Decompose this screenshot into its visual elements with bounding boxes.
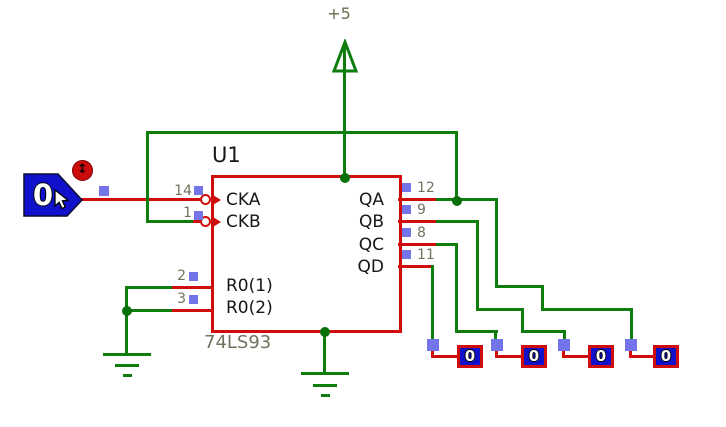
logic-state-toggle-button[interactable]: ↕ — [72, 160, 93, 181]
wire-qb-h3[interactable] — [521, 330, 566, 333]
wire-qc-v1[interactable] — [455, 243, 458, 332]
probe1-lead-v[interactable] — [431, 349, 434, 358]
ground2-bar2 — [313, 384, 337, 387]
logic-probe-qa[interactable]: 0 — [653, 345, 679, 368]
wire-power-v[interactable] — [343, 44, 346, 178]
wire-qa-v3[interactable] — [630, 308, 633, 342]
wire-qb-v1[interactable] — [476, 220, 479, 310]
wire-qb-h1[interactable] — [436, 220, 479, 223]
logic-state-value[interactable]: 0 — [32, 178, 54, 212]
state-marker-pin11 — [402, 250, 411, 259]
wire-qb-h2[interactable] — [476, 308, 524, 311]
state-marker-pin8 — [402, 228, 411, 237]
wire-feedback-right-v[interactable] — [455, 131, 458, 201]
pin-stub-qc[interactable] — [398, 243, 438, 246]
probe2-lead-h[interactable] — [495, 355, 522, 358]
state-marker-pin12 — [402, 183, 411, 192]
wire-qc-v2[interactable] — [494, 330, 497, 342]
pin-number-12: 12 — [417, 180, 435, 196]
state-marker-pin2 — [189, 272, 198, 281]
ground2-bar3 — [321, 394, 330, 397]
pin-stub-qd[interactable] — [398, 265, 433, 268]
junction-reset — [122, 306, 132, 316]
ckb-clock-wedge — [213, 217, 221, 227]
logic-probe-qc[interactable]: 0 — [521, 345, 547, 368]
wire-ic-gnd-v[interactable] — [323, 329, 326, 375]
pin-stub-r02[interactable] — [170, 309, 213, 312]
wire-qa-v2[interactable] — [541, 285, 544, 311]
logic-state-input-body[interactable] — [22, 172, 86, 220]
logic-probe-qd[interactable]: 0 — [457, 345, 483, 368]
pin-stub-qa[interactable] — [398, 198, 438, 201]
wire-qa-v1[interactable] — [495, 198, 498, 288]
junction-power-ic — [340, 173, 350, 183]
pin-number-14: 14 — [174, 183, 192, 199]
pin-number-2: 2 — [177, 268, 186, 284]
wire-qa-h3[interactable] — [541, 308, 633, 311]
probe4-terminal-marker — [625, 339, 637, 351]
cka-clock-wedge — [213, 195, 221, 205]
pin-name-ckb: CKB — [226, 212, 261, 232]
wire-qb-v3[interactable] — [563, 330, 566, 342]
cka-inversion-bubble — [200, 194, 211, 205]
pin-stub-qb[interactable] — [398, 220, 438, 223]
ic-body-74ls93[interactable] — [211, 175, 402, 333]
junction-ic-ground — [320, 327, 330, 337]
pin-name-cka: CKA — [226, 190, 261, 210]
probe3-lead-h[interactable] — [562, 355, 589, 358]
probe2-lead-v[interactable] — [495, 349, 498, 358]
wire-to-ckb[interactable] — [146, 220, 193, 223]
pin-stub-ckb[interactable] — [189, 220, 203, 223]
wire-qa-h2[interactable] — [495, 285, 544, 288]
pin-number-11: 11 — [417, 247, 435, 263]
pin-number-3: 3 — [177, 291, 186, 307]
wire-feedback-top-h[interactable] — [146, 131, 458, 134]
probe1-lead-h[interactable] — [431, 355, 458, 358]
pin-name-r01: R0(1) — [226, 276, 273, 296]
pin-name-qa: QA — [358, 190, 384, 210]
power-net-label: +5 — [327, 4, 351, 23]
wire-qb-v2[interactable] — [521, 308, 524, 333]
ground1-bar3 — [123, 374, 132, 377]
wire-feedback-left-v[interactable] — [146, 131, 149, 223]
pin-number-9: 9 — [417, 202, 426, 218]
wire-qc-h1[interactable] — [436, 243, 458, 246]
wire-r01-h[interactable] — [125, 286, 172, 289]
state-marker-pin3 — [189, 295, 198, 304]
wire-reset-gnd-v[interactable] — [125, 286, 128, 355]
ground1-bar1[interactable] — [103, 353, 151, 356]
ground1-bar2 — [115, 364, 139, 367]
wire-logicstate-to-cka[interactable] — [79, 198, 203, 201]
state-marker-logicstate — [99, 186, 109, 196]
probe3-lead-v[interactable] — [562, 349, 565, 358]
probe1-terminal-marker — [427, 339, 439, 351]
wire-qa-h1[interactable] — [436, 198, 498, 201]
probe2-terminal-marker — [491, 339, 503, 351]
wire-qc-h2[interactable] — [455, 330, 498, 333]
state-marker-pin9 — [402, 205, 411, 214]
probe3-terminal-marker — [558, 339, 570, 351]
probe4-lead-v[interactable] — [629, 349, 632, 358]
probe4-lead-h[interactable] — [629, 355, 654, 358]
wire-qd-v[interactable] — [431, 265, 434, 342]
state-marker-pin14 — [194, 186, 203, 195]
pin-name-r02: R0(2) — [226, 298, 273, 318]
ic-part-number-label[interactable]: 74LS93 — [204, 332, 272, 353]
ground2-bar1[interactable] — [301, 372, 349, 375]
pin-stub-r01[interactable] — [170, 286, 213, 289]
pin-name-qb: QB — [358, 212, 384, 232]
wire-r02-h[interactable] — [125, 309, 172, 312]
ic-reference-label[interactable]: U1 — [212, 143, 241, 167]
pin-name-qd: QD — [357, 257, 384, 277]
junction-qa-feedback — [452, 196, 462, 206]
mouse-cursor-icon — [54, 189, 70, 210]
ckb-inversion-bubble — [200, 216, 211, 227]
pin-name-qc: QC — [358, 235, 384, 255]
logic-probe-qb[interactable]: 0 — [588, 345, 614, 368]
pin-number-1: 1 — [183, 205, 192, 221]
state-marker-pin1 — [194, 211, 203, 220]
pin-number-8: 8 — [417, 225, 426, 241]
